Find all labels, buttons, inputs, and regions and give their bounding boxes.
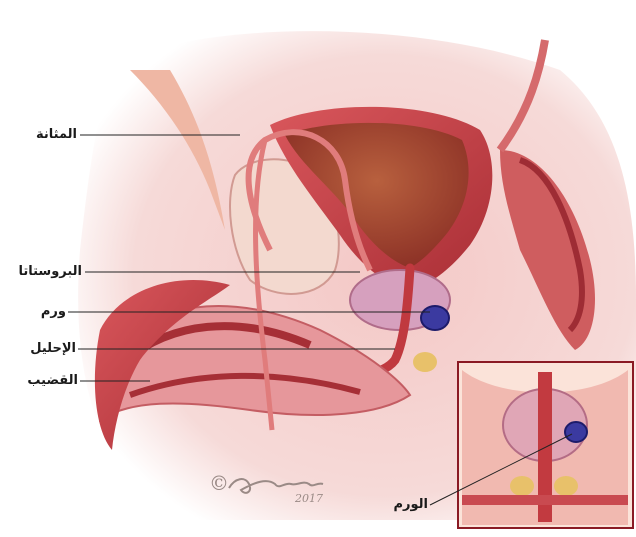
svg-text:©: © [209, 471, 229, 495]
bulbourethral-gland [413, 352, 437, 372]
svg-text:2017: 2017 [294, 492, 323, 505]
label-bladder: المثانة [15, 127, 77, 143]
label-tumor: ورم [28, 304, 66, 320]
artist-signature: © 2017 [205, 468, 345, 514]
label-penis: القضيب [8, 373, 78, 389]
inset-tumor [565, 422, 587, 442]
label-urethra: الإحليل [10, 341, 76, 357]
tumor-mass [421, 306, 449, 330]
label-prostate: البروستاتا [2, 264, 82, 280]
label-inset-tumor: الورم [378, 497, 428, 513]
